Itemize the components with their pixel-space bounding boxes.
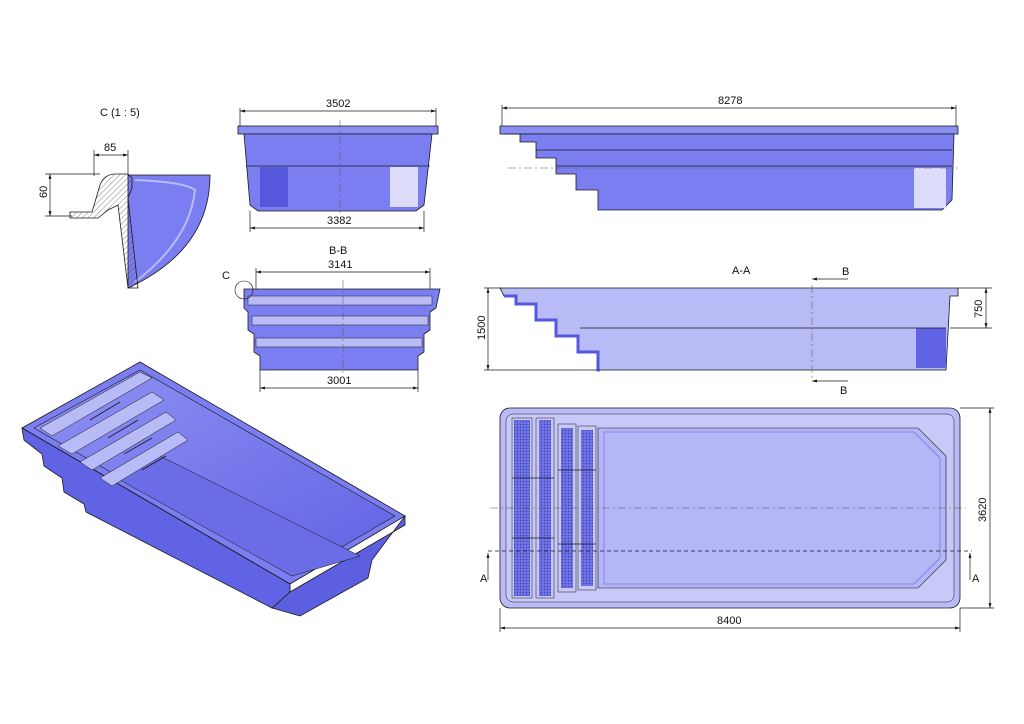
cut-marker-b-bottom: B	[840, 385, 847, 397]
detail-c-highlight	[134, 179, 197, 283]
detail-c-label: C (1 : 5)	[100, 107, 140, 119]
detail-c-callout-circle	[234, 280, 254, 300]
cut-marker-a-left: A	[480, 573, 488, 585]
isometric-step-1	[39, 371, 153, 437]
section-aa-depth: 1500	[476, 316, 488, 340]
detail-c-height-dim: 60	[38, 186, 50, 198]
detail-c-width-dim: 85	[104, 142, 116, 154]
plan-view-floor	[597, 427, 947, 589]
plan-view-width: 3620	[977, 498, 989, 522]
side-view-length: 8278	[718, 95, 742, 107]
section-aa-label: A-A	[732, 265, 751, 277]
detail-c-shell	[127, 174, 211, 289]
section-bb-bottom-width: 3001	[327, 375, 351, 387]
front-view-top-width: 3502	[326, 98, 350, 110]
front-view-body	[243, 133, 433, 212]
plan-view: A A 8400 3620	[480, 407, 994, 632]
isometric-step-2	[57, 391, 165, 455]
side-view-body	[504, 133, 955, 211]
cut-marker-a-right: A	[972, 573, 980, 585]
section-bb-label: B-B	[329, 245, 347, 257]
section-bb-top-width: 3141	[328, 259, 352, 271]
section-bb-view: B-B 3141 C 3001	[222, 245, 441, 392]
side-view: 8278	[499, 95, 959, 211]
plan-view-length: 8400	[717, 615, 741, 627]
front-view: 3502 3382	[237, 98, 439, 232]
detail-c-view: C (1 : 5) 85 60	[38, 107, 211, 289]
cut-marker-b-top: B	[842, 266, 849, 278]
front-view-bottom-width: 3382	[327, 215, 351, 227]
detail-c-section-hatch	[69, 173, 139, 289]
isometric-step-3	[79, 411, 177, 471]
detail-c-callout-label: C	[222, 270, 230, 282]
isometric-step-4	[99, 431, 189, 487]
section-aa-body	[499, 287, 959, 371]
section-aa-shallow: 750	[973, 300, 985, 318]
isometric-view	[21, 361, 406, 617]
isometric-stepped-wall	[21, 427, 291, 609]
section-aa-view: A-A B B 1500 750	[476, 265, 992, 397]
